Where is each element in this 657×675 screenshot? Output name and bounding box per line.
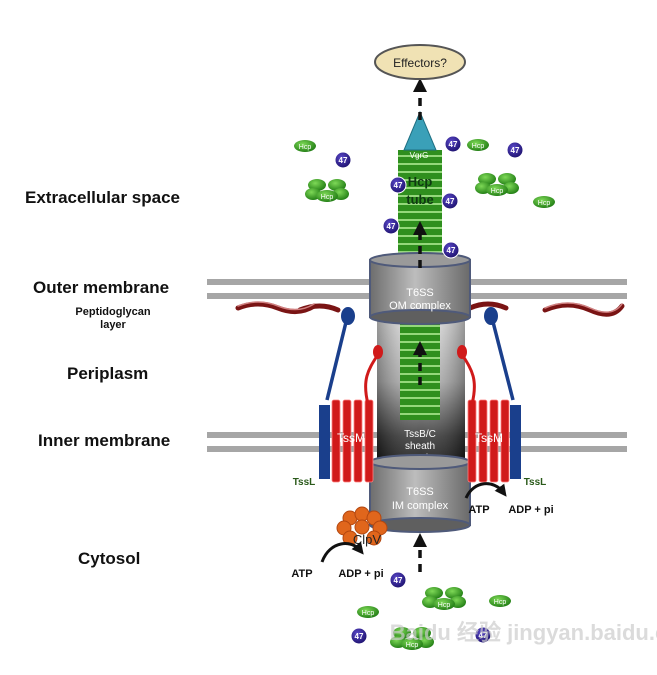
left-adp-label: ADP + pi <box>338 568 383 580</box>
watermark: Baidu 经验 jingyan.baidu.com <box>390 620 657 645</box>
hcp-hexamer: Hcp <box>305 179 349 202</box>
effector-47-ball: 47 <box>506 141 524 159</box>
svg-text:Hcp: Hcp <box>321 194 334 201</box>
hcp-oval: Hcp <box>357 606 379 618</box>
effector-47-ball: 47 <box>334 151 352 169</box>
effector-47-ball: 47 <box>474 626 492 644</box>
label-cytosol: Cytosol <box>78 549 141 568</box>
im-complex-label-1: T6SS <box>406 486 434 498</box>
effector-47-ball: 47 <box>389 176 407 194</box>
effector-47-ball: 47 <box>441 192 459 210</box>
tssl-left <box>319 307 355 479</box>
svg-text:Hcp: Hcp <box>438 602 451 609</box>
effectors-label: Effectors? <box>393 56 447 70</box>
vgrg-label: VgrG <box>410 151 429 160</box>
tssm-left-label: TssM <box>337 431 365 445</box>
label-peptidoglycan-layer: Peptidoglycan layer <box>75 306 151 331</box>
om-complex-label-1: T6SS <box>406 287 434 299</box>
hcp-oval: Hcp <box>294 140 316 152</box>
svg-text:Hcp: Hcp <box>494 599 507 606</box>
svg-text:47: 47 <box>339 156 348 165</box>
om-complex-label-2: OM complex <box>389 300 451 312</box>
hcp-oval: Hcp <box>467 139 489 151</box>
hcp-hexamers: Hcp Hcp Hcp Hcp <box>305 173 519 650</box>
effector-47-ball: 47 <box>444 135 462 153</box>
clpv-label: ClpV <box>353 532 382 547</box>
hcp-oval: Hcp <box>533 196 555 208</box>
svg-text:Hcp: Hcp <box>406 642 419 649</box>
hcp-hexamer: Hcp <box>422 587 466 610</box>
label-outer-membrane: Outer membrane <box>33 278 170 297</box>
effectors-bubble <box>374 44 466 80</box>
hcp-hexamer: Hcp <box>475 173 519 196</box>
right-adp-label: ADP + pi <box>508 504 553 516</box>
svg-text:47: 47 <box>387 222 396 231</box>
left-atp-arrow <box>320 541 364 563</box>
effector-47-ball: 47 <box>442 241 460 259</box>
label-extracellular-space: Extracellular space <box>25 188 180 207</box>
sheath-label-2: sheath <box>405 441 435 452</box>
svg-text:47: 47 <box>447 246 456 255</box>
right-atp-arrow <box>464 482 507 499</box>
tssm-left <box>331 345 383 483</box>
tssm-right-label: TssM <box>475 431 503 445</box>
t6ss-om-complex <box>369 252 471 325</box>
tssm-right <box>457 345 510 483</box>
label-inner-membrane: Inner membrane <box>38 431 171 450</box>
effector-47-ball: 47 <box>350 627 368 645</box>
t6ss-im-complex <box>369 454 471 533</box>
clpv-atpase <box>336 506 388 546</box>
vgrg-spike <box>403 110 437 151</box>
svg-text:Hcp: Hcp <box>491 188 504 195</box>
svg-text:47: 47 <box>511 146 520 155</box>
svg-text:47: 47 <box>394 181 403 190</box>
svg-text:47: 47 <box>446 197 455 206</box>
svg-text:Hcp: Hcp <box>472 143 485 150</box>
svg-text:47: 47 <box>479 631 488 640</box>
hcp-oval: Hcp <box>489 595 511 607</box>
hcp-proteins: Hcp Hcp Hcp Hcp Hcp <box>294 139 555 618</box>
effector-47-ball: 47 <box>382 217 400 235</box>
effectors-47: 47 47 47 47 47 47 47 47 47 47 <box>334 135 524 645</box>
sheath-label-1: TssB/C <box>404 429 436 440</box>
hcp-hexamer: Hcp <box>390 627 434 650</box>
right-atp-label: ATP <box>468 504 489 516</box>
left-atp-label: ATP <box>291 568 312 580</box>
svg-text:47: 47 <box>355 632 364 641</box>
hcp-tube-label-2: tube <box>406 192 433 207</box>
hcp-tube-label-1: Hcp <box>408 174 433 189</box>
svg-text:47: 47 <box>449 140 458 149</box>
peptidoglycan-highlight <box>237 301 623 313</box>
label-periplasm: Periplasm <box>67 364 149 383</box>
tssl-right-label: TssL <box>524 477 547 488</box>
tssl-right <box>484 307 521 479</box>
effector-47-ball: 47 <box>389 571 407 589</box>
svg-text:Hcp: Hcp <box>538 200 551 207</box>
svg-text:47: 47 <box>394 576 403 585</box>
im-complex-label-2: IM complex <box>392 500 449 512</box>
peptidoglycan-strands <box>235 301 625 317</box>
tssl-left-label: TssL <box>293 477 316 488</box>
svg-text:Hcp: Hcp <box>362 610 375 617</box>
svg-text:Hcp: Hcp <box>299 144 312 151</box>
